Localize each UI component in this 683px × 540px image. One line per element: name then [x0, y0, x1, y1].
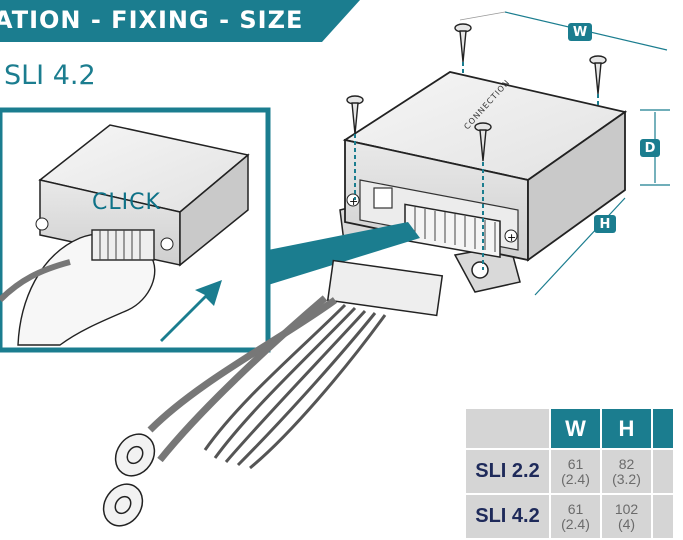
table-cell-h: 102(4)	[600, 493, 653, 540]
table-cell-truncated	[651, 493, 675, 540]
cell-mm: 82	[618, 455, 635, 472]
width-dimension-badge: W	[568, 23, 592, 41]
table-cell-w: 61(2.4)	[549, 493, 602, 540]
table-header-truncated	[651, 407, 675, 450]
table-cell-truncated	[651, 448, 675, 495]
banner-shape	[0, 0, 360, 42]
depth-dimension-badge: D	[640, 139, 660, 157]
cell-inch: (2.4)	[561, 515, 590, 532]
cell-inch: (4)	[617, 515, 636, 532]
table-header-row: W H	[464, 407, 675, 450]
cable-harness	[102, 259, 444, 527]
table-row: SLI 2.2 61(2.4) 82(3.2)	[464, 448, 675, 495]
svg-text:+: +	[507, 231, 516, 244]
table-header-w: W	[549, 407, 602, 450]
header-banner: ATION - FIXING - SIZE	[0, 0, 360, 42]
height-dimension-badge: H	[594, 215, 616, 233]
cell-inch: (2.4)	[561, 470, 590, 487]
table-corner-cell	[464, 407, 551, 450]
click-callout-frame	[0, 107, 271, 353]
svg-text:+: +	[349, 195, 358, 208]
table-row-model: SLI 4.2	[464, 493, 551, 540]
table-row-model: SLI 2.2	[464, 448, 551, 495]
cell-inch: (3.2)	[612, 470, 641, 487]
table-header-h: H	[600, 407, 653, 450]
cell-mm: 102	[614, 500, 639, 517]
dimensions-table: W H SLI 2.2 61(2.4) 82(3.2) SLI 4.2 61(2…	[464, 407, 675, 540]
mounting-screws	[346, 23, 607, 162]
banner-title: ATION - FIXING - SIZE	[0, 6, 304, 34]
cell-mm: 61	[567, 500, 584, 517]
table-row: SLI 4.2 61(2.4) 102(4)	[464, 493, 675, 540]
table-cell-h: 82(3.2)	[600, 448, 653, 495]
cell-mm: 61	[567, 455, 584, 472]
model-title: SLI 4.2	[4, 60, 96, 91]
table-cell-w: 61(2.4)	[549, 448, 602, 495]
click-label: CLICK	[92, 190, 161, 215]
